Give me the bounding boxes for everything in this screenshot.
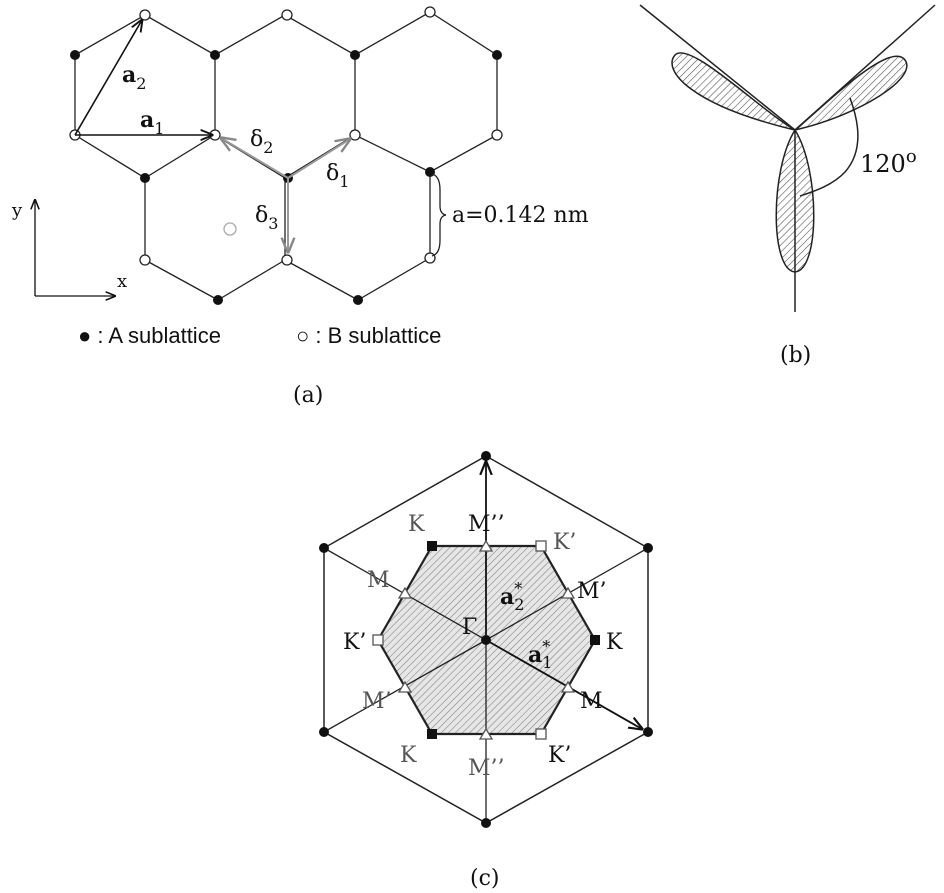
m-points <box>397 539 576 740</box>
delta1-label: δ1 <box>326 161 349 191</box>
k-lower-left-label: K <box>400 743 417 768</box>
angle-label: 120o <box>860 146 917 178</box>
mpp-top-label: M’’ <box>468 512 505 537</box>
delta3-label: δ3 <box>255 203 278 233</box>
a2-label: a2 <box>122 62 146 93</box>
caption-c: (c) <box>470 866 500 891</box>
m-left-upper-label: M <box>367 568 390 593</box>
gamma-label: Γ <box>462 615 477 640</box>
k-upper-left-label: K <box>408 512 425 537</box>
b2-label: a*2 <box>500 579 524 614</box>
kp-left-label: K’ <box>343 630 366 655</box>
mp-right-upper-label: M’ <box>577 579 607 604</box>
panel-c: Γ a*2 a*1 K M’’ K’ M M’ K’ K M’ M K M’’ … <box>319 451 653 891</box>
reciprocal-lattice-points <box>319 451 653 828</box>
a-sublattice-atoms <box>70 50 502 305</box>
a1-label: a1 <box>140 107 164 138</box>
lobe-upper-left <box>671 52 796 131</box>
bond-length-brace <box>431 173 447 257</box>
mp-left-lower-label: M’ <box>362 689 392 714</box>
x-axis-label: x <box>117 271 127 292</box>
panel-b: 120o (b) <box>639 4 936 368</box>
k-prime-points <box>372 540 547 740</box>
delta2-label: δ2 <box>250 127 273 157</box>
bond-length-label: a=0.142 nm <box>452 203 589 228</box>
xy-axes: y x <box>11 200 127 296</box>
y-axis-label: y <box>11 200 23 221</box>
caption-b: (b) <box>780 343 811 368</box>
mpp-bottom-label: M’’ <box>468 756 505 781</box>
orbital-axes <box>639 4 936 312</box>
m-right-lower-label: M <box>580 689 603 714</box>
a2-vector-arrow <box>74 20 142 136</box>
b1-vector-arrow <box>485 639 642 729</box>
kp-upper-right-label: K’ <box>553 530 576 555</box>
b-sublattice-atoms <box>69 6 503 266</box>
legend-b-sublattice: ○ : B sublattice <box>296 323 441 348</box>
kp-lower-right-label: K’ <box>548 743 571 768</box>
lobe-upper-right <box>794 55 908 131</box>
k-points <box>427 541 600 739</box>
delta2-arrow <box>221 138 289 179</box>
delta1-arrow <box>287 139 350 179</box>
caption-a: (a) <box>293 383 323 408</box>
panel-a: a2 a1 δ2 δ1 δ3 a=0.142 nm y x ● : A subl… <box>11 6 589 408</box>
legend-a-sublattice: ● : A sublattice <box>78 323 221 348</box>
angle-indicator-curve <box>799 97 859 197</box>
k-right-label: K <box>606 630 623 655</box>
b1-label: a*1 <box>528 637 552 672</box>
